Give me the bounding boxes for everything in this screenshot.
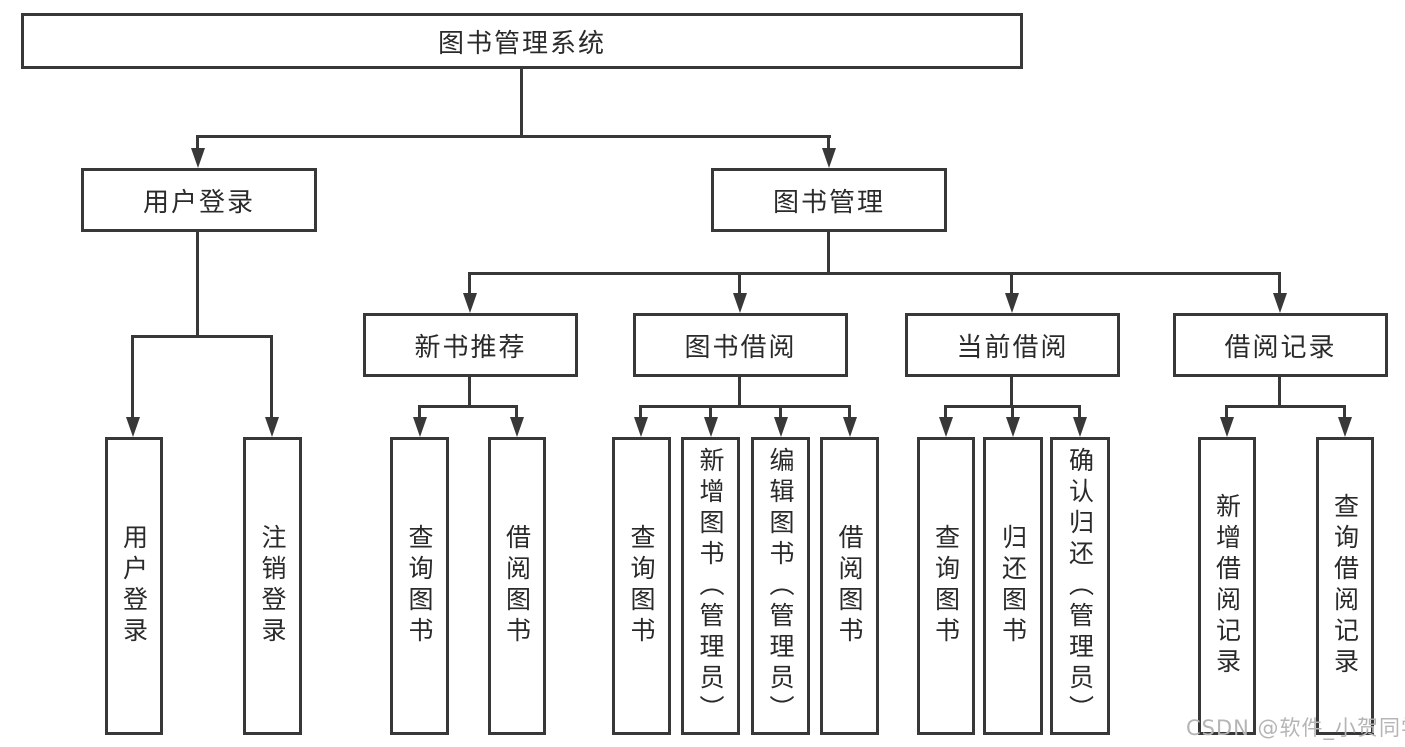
connector-drop [1225,405,1228,419]
arrow-down-icon [1005,293,1019,313]
arrow-down-icon [1273,293,1287,313]
leaf-newrec-query-books: 查询图书 [390,437,449,735]
arrow-down-icon [1338,417,1352,437]
node-book-borrowing: 图书借阅 [633,313,848,377]
arrow-down-icon [1006,417,1020,437]
node-new-book-recommendation-label: 新书推荐 [414,332,527,363]
connector-drop [515,405,518,419]
connector-drop [1078,405,1081,419]
leaf-borrowing-add-books-label: 新增图书（管理员） [696,446,725,726]
leaf-borrowing-add-books: 新增图书（管理员） [681,437,740,735]
connector-user-login-stem [196,232,199,335]
connector-drop [944,405,947,419]
leaf-borrowing-edit-books: 编辑图书（管理员） [751,437,810,735]
arrow-down-icon [1073,417,1087,437]
connector-drop [1011,405,1014,419]
connector-drop [738,272,741,295]
leaf-records-query-record-label: 查询借阅记录 [1330,493,1360,679]
connector-level3-rail [468,272,1281,275]
node-user-login-label: 用户登录 [142,187,255,218]
connector-book-borrowing-stem [738,377,741,405]
connector-borrowing-records-rail [1225,405,1346,408]
arrow-down-icon [822,148,836,168]
leaf-borrowing-query-books-label: 查询图书 [627,524,656,648]
leaf-current-return-books: 归还图书 [983,437,1043,735]
node-book-management-label: 图书管理 [772,187,885,218]
arrow-down-icon [413,417,427,437]
node-library-system-label: 图书管理系统 [437,28,606,59]
node-borrowing-records: 借阅记录 [1173,313,1388,377]
leaf-logout-label: 注销登录 [258,524,287,648]
leaf-borrowing-borrow-books-label: 借阅图书 [835,524,864,648]
leaf-current-confirm-return-label: 确认归还（管理员） [1065,446,1095,726]
node-current-borrowing: 当前借阅 [905,313,1120,377]
arrow-down-icon [126,417,140,437]
arrow-down-icon [1220,417,1234,437]
arrow-down-icon [463,293,477,313]
connector-new-book-rail [418,405,518,408]
arrow-down-icon [774,417,788,437]
connector-drop [1010,272,1013,295]
connector-drop [1343,405,1346,419]
arrow-down-icon [704,417,718,437]
connector-drop [779,405,782,419]
leaf-newrec-borrow-books: 借阅图书 [488,437,546,735]
leaf-records-add-record: 新增借阅记录 [1198,437,1256,735]
node-book-borrowing-label: 图书借阅 [684,332,797,363]
node-user-login: 用户登录 [81,168,317,232]
leaf-borrowing-borrow-books: 借阅图书 [820,437,879,735]
node-new-book-recommendation: 新书推荐 [363,313,578,377]
node-library-system: 图书管理系统 [21,13,1023,69]
node-borrowing-records-label: 借阅记录 [1224,332,1337,363]
arrow-down-icon [843,417,857,437]
leaf-current-query-books-label: 查询图书 [931,524,961,648]
connector-book-borrowing-rail [639,405,851,408]
arrow-down-icon [265,417,279,437]
connector-drop [196,135,199,150]
arrow-down-icon [634,417,648,437]
leaf-current-query-books: 查询图书 [917,437,975,735]
connector-current-borrowing-stem [1010,377,1013,405]
leaf-current-return-books-label: 归还图书 [998,524,1028,648]
watermark: CSDN @软件_小贺同学 [1186,716,1405,740]
connector-drop [827,135,830,150]
leaf-records-query-record: 查询借阅记录 [1316,437,1374,735]
leaf-newrec-query-books-label: 查询图书 [405,524,434,648]
leaf-logout: 注销登录 [243,437,302,735]
leaf-newrec-borrow-books-label: 借阅图书 [502,524,532,648]
connector-drop [848,405,851,419]
connector-new-book-stem [468,377,471,405]
node-current-borrowing-label: 当前借阅 [956,332,1069,363]
leaf-borrowing-edit-books-label: 编辑图书（管理员） [766,446,795,726]
arrow-down-icon [191,148,205,168]
connector-drop [270,335,273,419]
node-book-management: 图书管理 [711,168,947,232]
connector-level2-rail [197,135,831,138]
leaf-user-login-label: 用户登录 [119,524,149,648]
leaf-user-login: 用户登录 [105,437,163,735]
arrow-down-icon [510,417,524,437]
leaf-records-add-record-label: 新增借阅记录 [1212,493,1242,679]
arrow-down-icon [733,293,747,313]
leaf-borrowing-query-books: 查询图书 [612,437,671,735]
connector-borrowing-records-stem [1278,377,1281,405]
connector-user-login-rail [131,335,273,338]
connector-drop [131,335,134,419]
connector-drop [1278,272,1281,295]
connector-drop [709,405,712,419]
connector-root-stem [520,69,523,135]
connector-drop [639,405,642,419]
connector-book-management-stem [827,232,830,272]
leaf-current-confirm-return: 确认归还（管理员） [1050,437,1110,735]
connector-drop [468,272,471,295]
connector-drop [418,405,421,419]
arrow-down-icon [939,417,953,437]
